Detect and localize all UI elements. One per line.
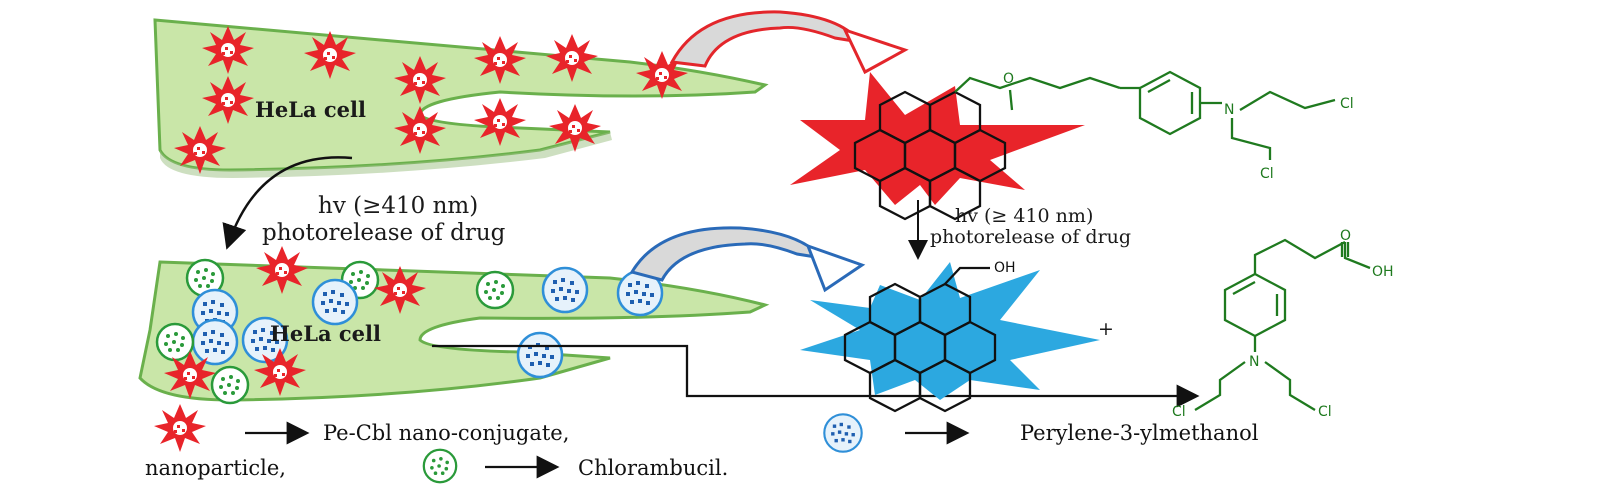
hela-cell-top-label: HeLa cell [255, 97, 366, 122]
legend-chlorambucil-label: Chlorambucil. [578, 456, 728, 480]
atom-cl-top-2: Cl [1260, 166, 1274, 182]
atom-cl-top-1: Cl [1340, 96, 1354, 112]
atom-cl-bottom-1: Cl [1172, 404, 1186, 420]
pe-cbl-conjugate-structure: O N Cl Cl [790, 70, 1354, 221]
blue-curved-arrow [629, 226, 866, 293]
right-step-line2: photorelease of drug [930, 226, 1131, 248]
legend-blue-sphere-icon [823, 413, 863, 453]
perylene-methanol-structure: OH [800, 260, 1100, 413]
left-step-line1: hv (≥410 nm) [318, 193, 478, 219]
plus-sign: + [1098, 318, 1114, 340]
legend-starburst-icon [154, 404, 206, 452]
atom-n-bottom: N [1249, 354, 1259, 370]
hela-cell-bottom-label: HeLa cell [270, 321, 381, 346]
atom-cl-bottom-2: Cl [1318, 404, 1332, 420]
right-step-line1: hv (≥ 410 nm) [955, 205, 1093, 227]
left-step-arrow [222, 156, 353, 250]
hela-cell-bottom [138, 260, 770, 402]
left-step-line2: photorelease of drug [262, 220, 506, 246]
atom-n-top: N [1224, 102, 1234, 118]
legend: Pe-Cbl nano-conjugate, Perylene-3-ylmeth… [145, 404, 1259, 484]
legend-green-sphere-icon [422, 448, 458, 484]
chlorambucil-structure: O OH N Cl Cl [1172, 228, 1394, 420]
legend-nano-conjugate-label: Pe-Cbl nano-conjugate, [323, 421, 569, 445]
atom-oh-acid: OH [1372, 264, 1394, 280]
legend-perylene-label: Perylene-3-ylmethanol [1020, 421, 1259, 445]
atom-o-acid: O [1340, 228, 1351, 244]
red-curved-arrow [669, 10, 909, 75]
legend-nanoparticle-label: nanoparticle, [145, 456, 286, 480]
atom-o-ester: O [1003, 71, 1014, 87]
atom-oh-perylene: OH [994, 260, 1016, 276]
